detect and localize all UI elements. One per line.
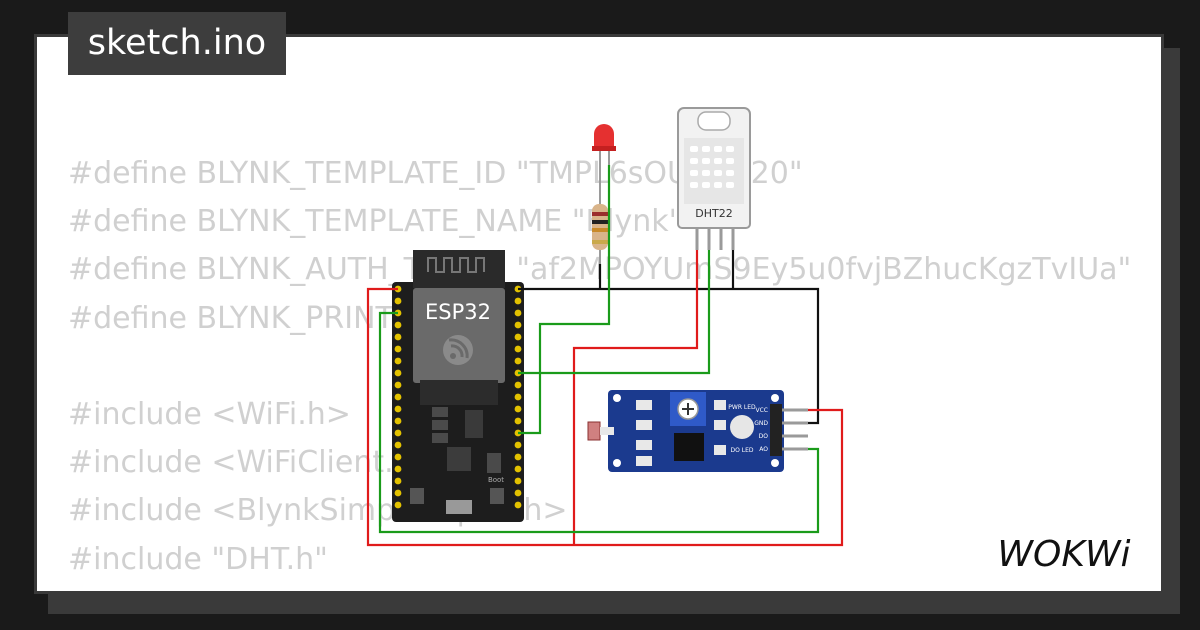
wire-red-module-vcc	[366, 287, 844, 547]
red-led[interactable]	[592, 124, 616, 200]
usb-port-icon	[446, 500, 472, 514]
wire-green-led	[518, 165, 611, 435]
esp32-board[interactable]: ESP32 Boot	[392, 250, 524, 522]
wires	[366, 165, 844, 547]
vcc-pin-label: VCC	[756, 407, 768, 414]
esp32-right-pins	[514, 285, 522, 509]
file-tab[interactable]: sketch.ino	[68, 12, 286, 75]
espressif-logo-icon	[443, 335, 473, 365]
wire-black-gnd	[518, 287, 820, 425]
dht22-sensor[interactable]: DHT22	[677, 107, 751, 250]
wire-green-ao	[378, 311, 820, 534]
wire-green-dht-data	[518, 250, 711, 375]
dht22-label: DHT22	[695, 207, 732, 220]
wokwi-logo[interactable]: WOKWi	[980, 530, 1148, 576]
photoresistor-icon	[587, 421, 601, 441]
boot-label: Boot	[488, 476, 504, 484]
code-line: #include <WiFi.h>	[68, 396, 351, 432]
code-preview: #define BLYNK_TEMPLATE_ID "TMPL6sOUXXX20…	[68, 150, 1131, 584]
wokwi-logo-text: WOKWi	[997, 534, 1130, 575]
antenna-icon	[427, 257, 485, 273]
ldr-sensor-module[interactable]: PWR LED DO LED VCC GND DO AO	[587, 390, 808, 472]
do-pin-label: DO	[759, 433, 769, 440]
code-line: #define BLYNK_TEMPLATE_NAME "Blynk"	[68, 204, 683, 240]
pwr-led-label: PWR LED	[728, 404, 756, 411]
code-line: #define BLYNK_TEMPLATE_ID "TMPL6sOUXXX20…	[68, 156, 803, 191]
ao-pin-label: AO	[759, 446, 768, 453]
resistor[interactable]	[592, 195, 608, 264]
code-line: #include "DHT.h"	[68, 541, 328, 577]
gnd-pin-label: GND	[754, 420, 768, 427]
wire-red-dht-vcc	[572, 250, 699, 545]
do-led-label: DO LED	[730, 447, 753, 454]
esp32-label: ESP32	[425, 300, 491, 324]
esp32-left-pins	[394, 285, 402, 509]
